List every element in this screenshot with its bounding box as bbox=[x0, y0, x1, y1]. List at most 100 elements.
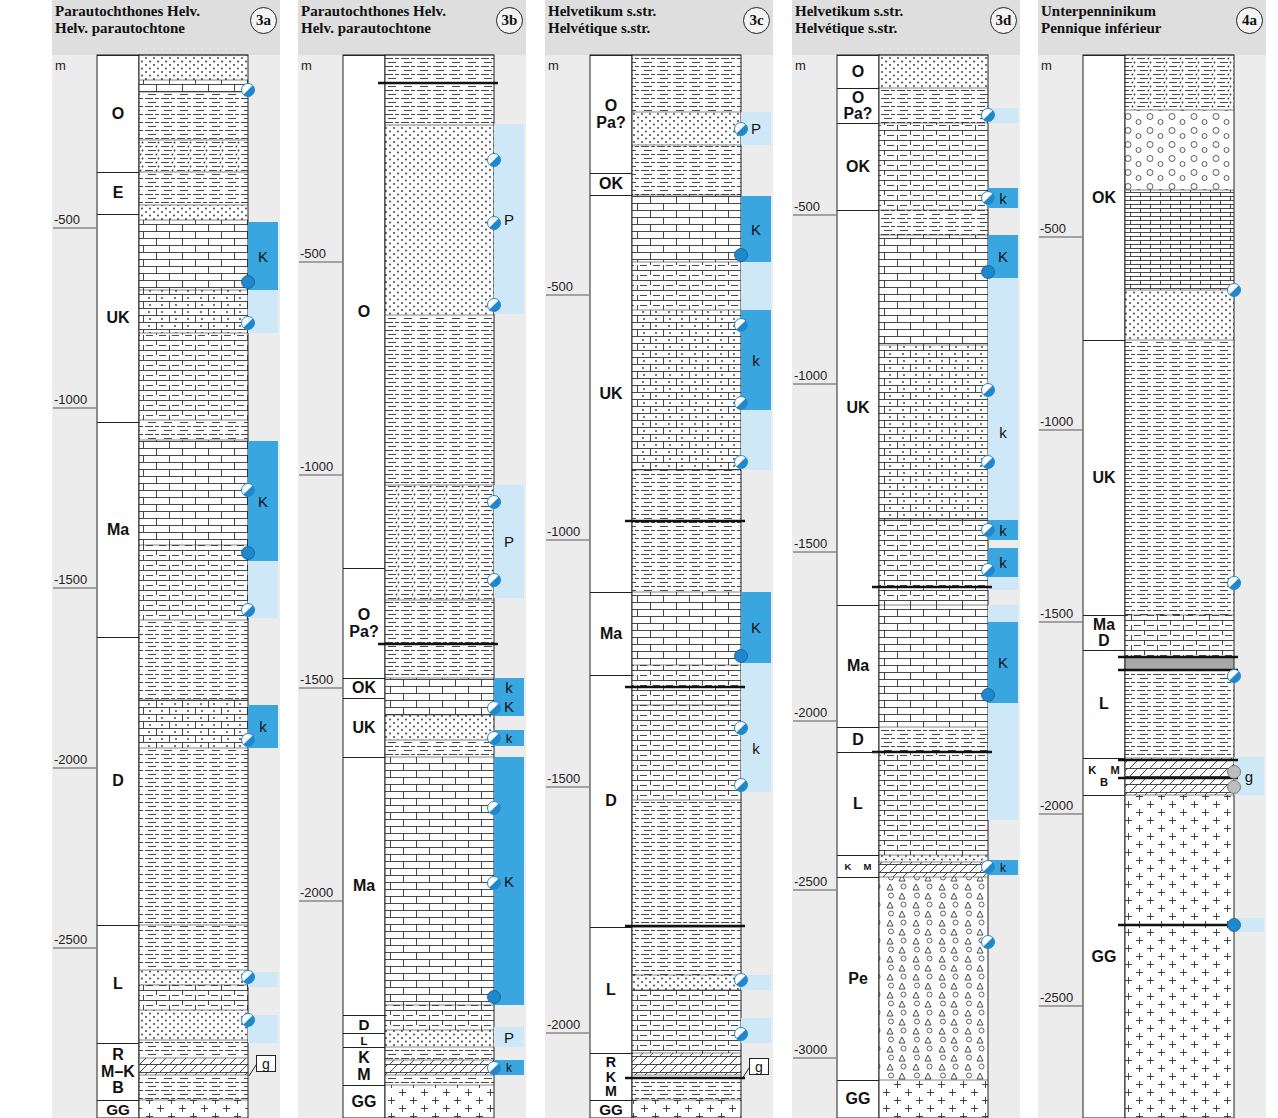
sample-interval bbox=[741, 262, 771, 310]
lithology-column bbox=[1125, 55, 1234, 1118]
sample-interval-box: g bbox=[256, 1055, 276, 1072]
formation-cell: O Pa? bbox=[590, 55, 632, 173]
depth-tick bbox=[546, 295, 589, 296]
sample-marker-half bbox=[983, 937, 994, 948]
lithology-band bbox=[632, 975, 741, 990]
bed-boundary bbox=[139, 985, 248, 986]
formation-cell: O Pa? bbox=[837, 88, 879, 123]
sample-interval bbox=[988, 605, 1018, 622]
depth-label: -1500 bbox=[794, 536, 827, 551]
sample-marker bbox=[488, 496, 501, 509]
formation-cell: L bbox=[590, 927, 632, 1053]
sample-marker-half bbox=[489, 300, 500, 311]
depth-label: -500 bbox=[300, 246, 326, 261]
lithology-band bbox=[879, 877, 988, 1080]
formation-cell: UK bbox=[343, 698, 385, 757]
sample-marker bbox=[242, 1014, 255, 1027]
thrust-line bbox=[625, 925, 745, 928]
column-title: Helv. parautochtone bbox=[301, 20, 491, 37]
formation-cell: O Pa? bbox=[343, 568, 385, 678]
formation-label: UK bbox=[1092, 470, 1115, 487]
bed-boundary bbox=[632, 310, 741, 311]
formation-cell: OK bbox=[343, 678, 385, 698]
formation-cell: Ma D bbox=[1083, 615, 1125, 650]
lithology-band bbox=[1125, 758, 1234, 795]
bed-boundary bbox=[1125, 615, 1234, 616]
lithology-band bbox=[139, 1040, 248, 1058]
depth-tick bbox=[546, 540, 589, 541]
sample-label: K bbox=[258, 249, 268, 264]
formation-cell: D bbox=[837, 727, 879, 752]
lithology-band bbox=[139, 545, 248, 620]
lithology-band bbox=[139, 620, 248, 700]
lithology-band bbox=[385, 55, 494, 125]
bed-boundary bbox=[879, 210, 988, 211]
depth-label: -1500 bbox=[300, 672, 333, 687]
column-number-text: 3a bbox=[256, 13, 271, 28]
formation-column bbox=[343, 55, 385, 1118]
sample-marker bbox=[242, 484, 255, 497]
bed-boundary bbox=[879, 862, 988, 863]
sample-marker-half bbox=[489, 575, 500, 586]
formation-label: OK bbox=[846, 159, 870, 176]
column-title: Helvetikum s.str. bbox=[795, 3, 985, 20]
sample-marker-half bbox=[736, 723, 747, 734]
bed-boundary bbox=[1125, 190, 1234, 191]
lithology-band bbox=[139, 748, 248, 925]
sample-label: k bbox=[752, 741, 760, 756]
formation-cell: Pe bbox=[837, 877, 879, 1080]
depth-label: -1500 bbox=[54, 572, 87, 587]
lithology-column bbox=[632, 55, 741, 1118]
formation-label: OK bbox=[352, 680, 376, 697]
sample-marker-half bbox=[243, 318, 254, 329]
column-number: 4a bbox=[1236, 7, 1263, 34]
sample-marker-half bbox=[736, 1029, 747, 1040]
lithology-band bbox=[632, 55, 741, 112]
lithology-band bbox=[632, 112, 741, 145]
column-title: Parautochthones Helv. bbox=[301, 3, 491, 20]
formation-label: UK bbox=[599, 386, 622, 403]
lithology-band bbox=[1125, 55, 1234, 110]
depth-label: -1000 bbox=[1040, 414, 1073, 429]
sample-marker bbox=[982, 861, 995, 874]
formation-cell: Ma bbox=[590, 592, 632, 675]
sample-marker bbox=[735, 722, 748, 735]
sample-interval-box: K bbox=[248, 222, 278, 290]
bed-boundary bbox=[385, 1085, 494, 1086]
sample-marker-half bbox=[243, 972, 254, 983]
column-title: Unterpenninikum bbox=[1041, 3, 1231, 20]
bed-boundary bbox=[879, 520, 988, 521]
column-graphic bbox=[792, 0, 1020, 1118]
sample-marker-half bbox=[489, 155, 500, 166]
header-ground bbox=[1038, 0, 1266, 55]
bed-boundary bbox=[139, 620, 248, 621]
depth-label: -1000 bbox=[54, 392, 87, 407]
bed-boundary bbox=[879, 123, 988, 124]
formation-cell: O bbox=[97, 55, 139, 172]
sample-interval-box: k bbox=[988, 860, 1018, 875]
lithology-band bbox=[1125, 340, 1234, 615]
bed-boundary bbox=[385, 125, 494, 126]
bed-boundary bbox=[1125, 290, 1234, 291]
unit-label: m bbox=[301, 58, 312, 73]
depth-tick bbox=[1039, 237, 1082, 238]
lithology-band bbox=[632, 592, 741, 665]
formation-label: Ma D bbox=[1085, 617, 1123, 650]
formation-cell: OK bbox=[1083, 55, 1125, 340]
sample-marker bbox=[982, 109, 995, 122]
sample-label: P bbox=[504, 212, 514, 227]
formation-label: Ma bbox=[353, 878, 375, 895]
sample-marker-half bbox=[983, 110, 994, 121]
sample-marker bbox=[982, 456, 995, 469]
formation-label: E bbox=[113, 185, 124, 202]
sample-label: k bbox=[506, 1062, 512, 1074]
sample-interval-box: K bbox=[741, 592, 771, 663]
lithology-band bbox=[385, 715, 494, 740]
sample-interval bbox=[494, 678, 524, 697]
bed-boundary bbox=[632, 195, 741, 196]
lithology-band bbox=[139, 1010, 248, 1040]
sample-label: k bbox=[259, 719, 267, 734]
sample-marker bbox=[735, 779, 748, 792]
sample-interval-box: P bbox=[494, 1027, 524, 1047]
